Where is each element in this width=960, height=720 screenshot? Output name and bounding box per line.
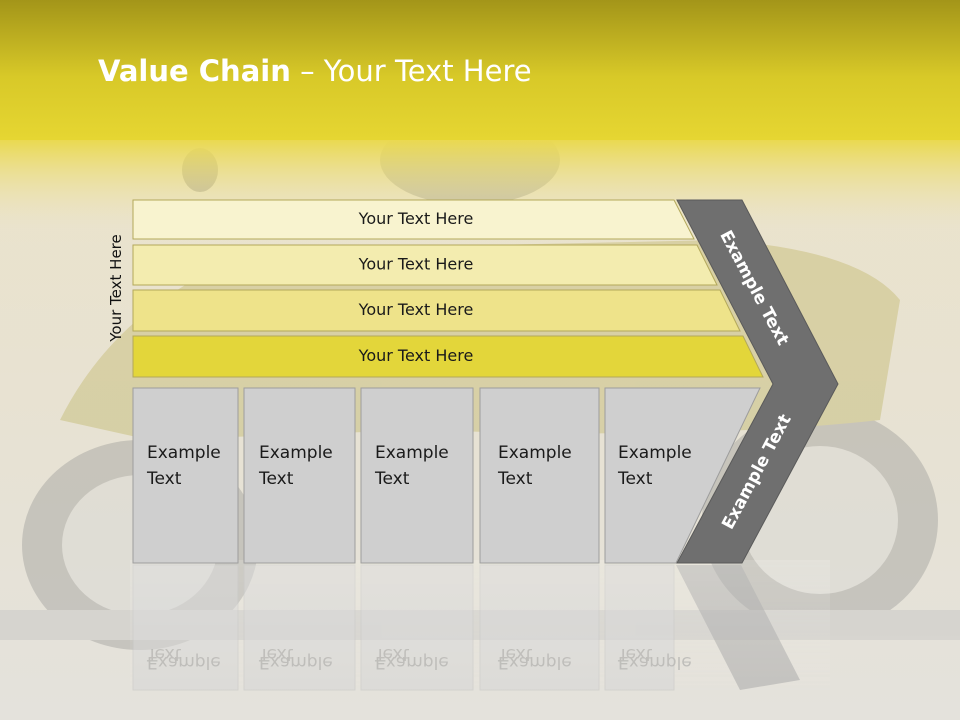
- title-bold: Value Chain: [98, 54, 291, 88]
- column-box-4: [479, 387, 600, 564]
- row-label-2: Your Text Here: [358, 255, 474, 274]
- column-text-3: Example Text: [375, 440, 449, 492]
- column-text-1: Example Text: [147, 440, 221, 492]
- row-label-4: Your Text Here: [358, 346, 474, 365]
- column-line-1: Example: [259, 443, 333, 463]
- column-line-1: Example: [375, 443, 449, 463]
- row-band-1: [132, 199, 695, 240]
- row-band-2: [132, 244, 718, 286]
- column-text-5: Example Text: [618, 440, 692, 492]
- slide-title: Value Chain – Your Text Here: [98, 54, 532, 88]
- column-box-1: [132, 387, 239, 564]
- column-box-3: [360, 387, 474, 564]
- column-boxes: [132, 387, 761, 564]
- column-text-2: Example Text: [259, 440, 333, 492]
- row-label-1: Your Text Here: [358, 209, 474, 228]
- column-box-5: [604, 387, 761, 564]
- column-text-4: Example Text: [498, 440, 572, 492]
- title-rest: – Your Text Here: [290, 54, 532, 88]
- column-line-2: Text: [498, 469, 533, 489]
- column-box-2: [243, 387, 356, 564]
- column-line-1: Example: [498, 443, 572, 463]
- column-line-2: Text: [618, 469, 653, 489]
- column-line-1: Example: [147, 443, 221, 463]
- column-line-1: Example: [618, 443, 692, 463]
- row-band-4: [132, 335, 764, 378]
- column-line-2: Text: [259, 469, 294, 489]
- column-line-2: Text: [147, 469, 182, 489]
- column-line-2: Text: [375, 469, 410, 489]
- row-band-3: [132, 289, 741, 332]
- reflection: Example Text Example Text Example Text E…: [130, 560, 830, 700]
- row-label-3: Your Text Here: [358, 300, 474, 319]
